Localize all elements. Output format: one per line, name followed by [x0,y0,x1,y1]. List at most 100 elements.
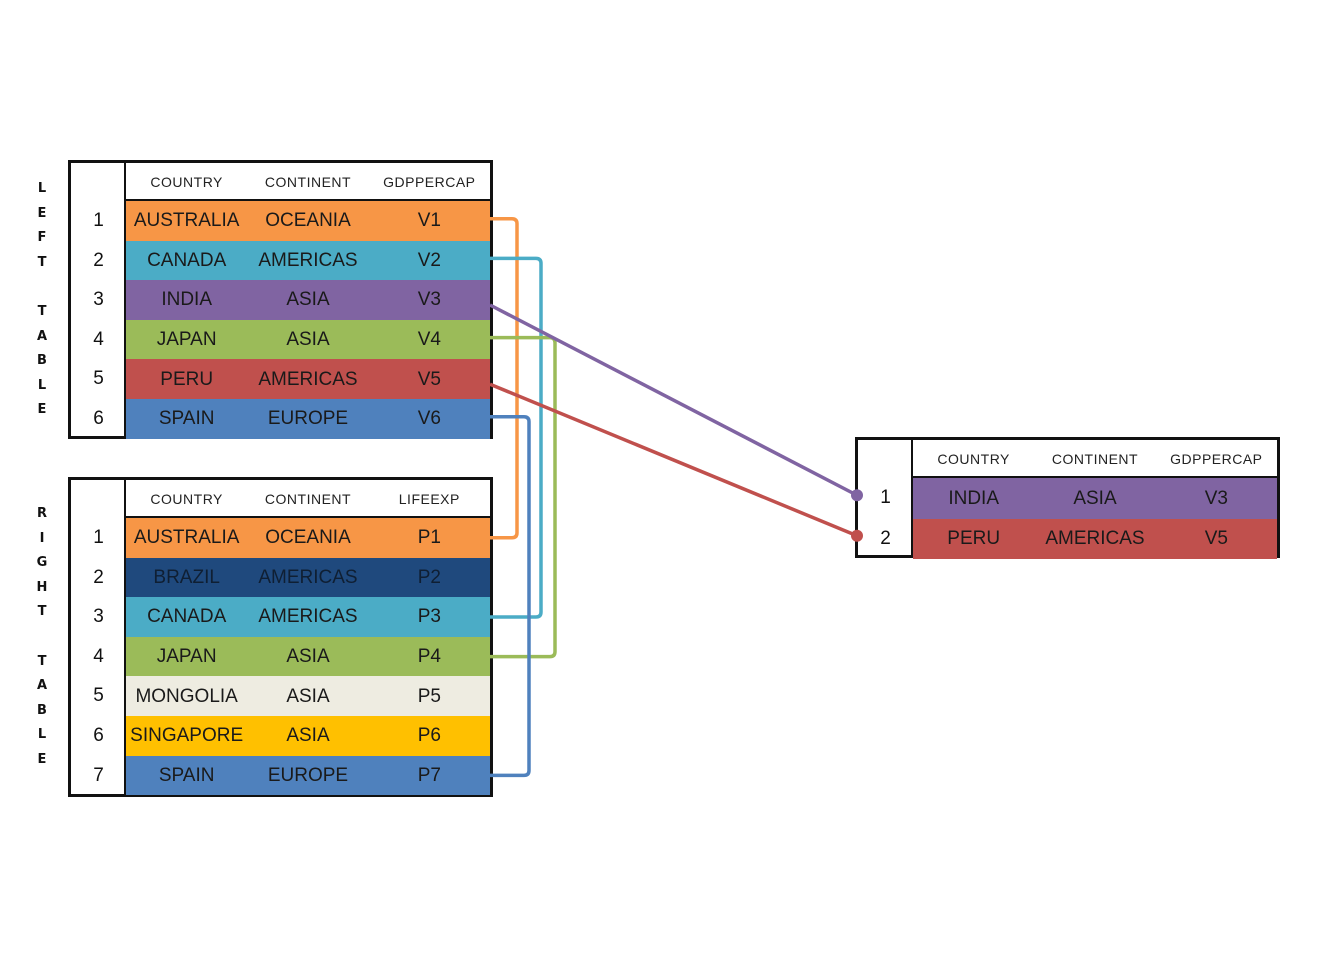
result-connector-line [489,303,858,497]
left-row-number: 4 [93,328,104,350]
result-header-divider [913,476,1277,478]
result-table-index-column [858,440,913,555]
right-cell-value: P4 [417,647,441,667]
left-label-letter: E [37,402,47,418]
right-header-continent: CONTINENT [264,492,352,506]
right-label-letter: I [39,530,45,546]
left-label-letter: L [37,377,47,393]
left-header-country: COUNTRY [150,175,223,189]
right-cell-value: P3 [417,607,441,627]
right-row-number: 4 [93,645,104,667]
result-header-country: COUNTRY [937,452,1010,466]
result-cell-continent: ASIA [1073,488,1117,508]
right-cell-country: BRAZIL [153,567,220,587]
right-cell-country: AUSTRALIA [133,528,240,548]
right-cell-value: P7 [417,765,441,785]
right-cell-country: SPAIN [158,765,215,785]
left-cell-value: V2 [417,250,441,270]
right-row-number: 2 [93,566,104,588]
left-label-letter: T [37,254,47,270]
left-header-continent: CONTINENT [264,175,352,189]
left-cell-country: AUSTRALIA [133,211,240,231]
left-table-row: SPAIN EUROPE V6 [126,399,490,439]
result-row-number: 1 [880,487,891,508]
left-label-letter: A [36,328,48,344]
left-cell-continent: OCEANIA [265,211,351,231]
left-cell-value: V6 [417,409,441,429]
left-cell-country: CANADA [147,250,227,270]
left-cell-continent: AMERICAS [258,250,358,270]
left-table-row: CANADA AMERICAS V2 [126,240,490,281]
match-connector-line [490,335,557,659]
right-cell-continent: AMERICAS [258,567,358,587]
right-row-number: 7 [93,764,104,786]
left-header-divider [126,199,490,201]
left-table-index-column [71,163,126,436]
right-cell-country: CANADA [147,607,227,627]
result-cell-value: V5 [1204,529,1228,549]
right-label-letter: T [37,604,47,620]
left-cell-continent: EUROPE [267,409,349,429]
right-cell-value: P1 [417,528,441,548]
result-cell-value: V3 [1204,488,1228,508]
left-cell-value: V1 [417,211,441,231]
left-row-number: 2 [93,249,104,271]
right-row-number: 6 [93,725,104,746]
left-label-letter: E [37,205,47,221]
left-table: COUNTRY CONTINENT GDPPERCAP 1 AUSTRALIA OCEAN… [68,160,493,439]
right-cell-value: P6 [417,726,441,746]
left-row-number: 1 [93,210,104,231]
right-label-letter: E [37,751,47,767]
result-cell-country: PERU [947,529,1001,549]
left-row-number: 3 [93,289,104,311]
right-cell-country: JAPAN [156,647,217,667]
right-cell-continent: ASIA [286,647,330,667]
right-cell-continent: ASIA [286,686,330,706]
right-cell-value: P5 [417,686,441,706]
right-cell-continent: OCEANIA [265,528,351,548]
result-table-row: PERU AMERICAS V5 [913,518,1277,559]
right-table-row: JAPAN ASIA P4 [126,636,490,677]
result-table-row: INDIA ASIA V3 [913,478,1277,519]
right-cell-country: MONGOLIA [135,686,238,706]
left-label-letter: F [37,230,47,246]
left-header-gdppercap: GDPPERCAP [383,175,476,189]
result-connector-line [489,382,858,538]
right-cell-continent: AMERICAS [258,607,358,627]
right-cell-continent: ASIA [286,726,330,746]
right-label-letter: B [37,702,47,718]
left-cell-value: V5 [417,369,441,389]
left-row-number: 6 [93,408,104,429]
result-cell-country: INDIA [948,488,999,508]
result-cell-continent: AMERICAS [1045,529,1145,549]
left-label-letter: L [37,181,47,196]
right-table-row: MONGOLIA ASIA P5 [126,676,490,716]
match-connector-line [490,415,531,778]
left-table-header: COUNTRY CONTINENT GDPPERCAP [126,163,490,201]
left-label-letter: T [37,303,47,319]
match-connector-line [490,217,519,540]
match-connector-line [490,256,543,619]
right-label-letter: H [36,579,48,595]
right-cell-country: SINGAPORE [130,726,244,746]
left-cell-country: SPAIN [158,409,215,429]
left-cell-country: INDIA [161,290,212,310]
left-table-row: AUSTRALIA OCEANIA V1 [126,201,490,241]
result-row-number: 2 [880,527,891,549]
right-label-letter: L [37,727,47,743]
right-label-letter: A [36,678,48,694]
right-label-letter: G [36,555,48,571]
right-table-row: CANADA AMERICAS P3 [126,597,490,637]
left-cell-continent: AMERICAS [258,369,358,389]
left-row-number: 5 [93,368,104,390]
right-table-row: AUSTRALIA OCEANIA P1 [126,518,490,558]
